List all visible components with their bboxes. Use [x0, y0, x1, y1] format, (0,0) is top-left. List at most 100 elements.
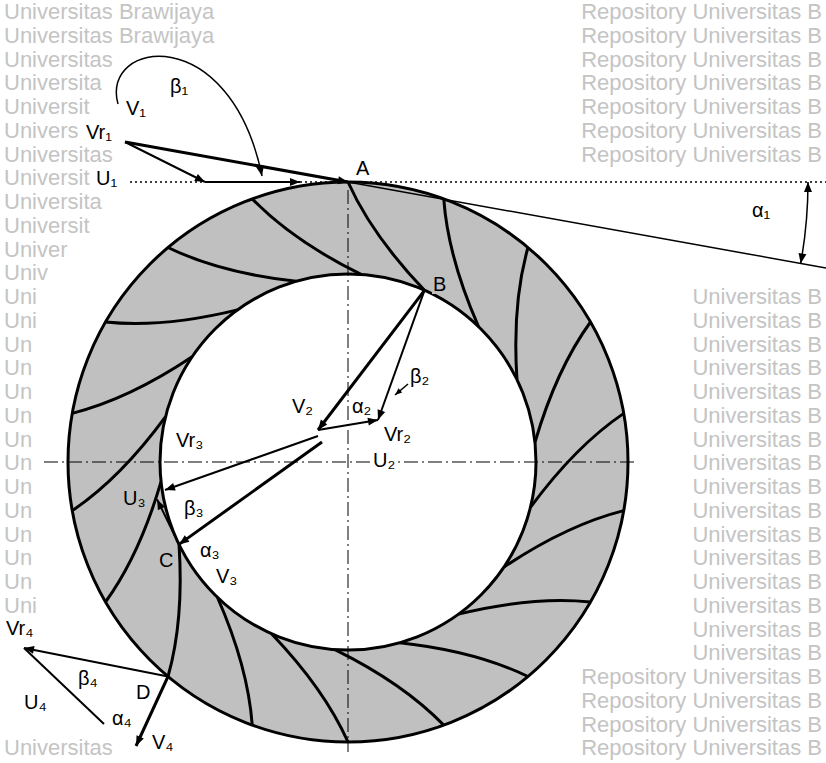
angle-label: α₄ [112, 708, 132, 728]
watermark-text: Repository Universitas B [581, 96, 822, 118]
vector-label: U₂ [372, 450, 396, 470]
watermark-text: Un [4, 500, 32, 522]
watermark-text: Universitas Brawijaya [4, 25, 214, 47]
vector-label: U₄ [24, 692, 47, 712]
angle-arc [801, 182, 808, 264]
watermark-text: Universit [4, 167, 90, 189]
watermark-text: Universitas B [692, 310, 822, 332]
watermark-text: Uni [4, 595, 37, 617]
velocity-vector [378, 290, 425, 420]
angle-arc [116, 56, 262, 176]
watermark-text: Universitas B [692, 381, 822, 403]
watermark-text: Universitas [4, 144, 113, 166]
watermark-text: Universita [4, 191, 102, 213]
watermark-text: Repository Universitas B [581, 737, 822, 759]
turbine-blade [106, 482, 162, 602]
watermark-text: Univ [4, 262, 48, 284]
watermark-text: Universitas Brawijaya [4, 1, 214, 23]
watermark-text: Uni [4, 310, 37, 332]
angle-label: α₂ [352, 396, 371, 416]
watermark-text: Un [4, 405, 32, 427]
watermark-text: Repository Universitas B [581, 714, 822, 736]
watermark-text: Repository Universitas B [581, 1, 822, 23]
watermark-text: Universitas B [692, 571, 822, 593]
vector-label: V₄ [152, 732, 174, 752]
watermark-text: Repository Universitas B [581, 72, 822, 94]
vector-label: Vr₂ [384, 424, 411, 444]
watermark-text: Universit [4, 96, 90, 118]
velocity-vector [125, 142, 205, 182]
watermark-text: Repository Universitas B [581, 49, 822, 71]
turbine-blade [168, 248, 296, 282]
point-label: D [136, 682, 150, 702]
velocity-vector [205, 181, 300, 183]
velocity-vector [318, 420, 378, 430]
watermark-text: Universitas B [692, 547, 822, 569]
vector-label: Vr₄ [6, 618, 33, 638]
watermark-text: Repository Universitas B [581, 666, 822, 688]
watermark-text: Universitas B [692, 500, 822, 522]
vector-label: Vr₁ [86, 122, 112, 142]
watermark-text: Universita [4, 72, 102, 94]
turbine-blade [335, 650, 444, 726]
velocity-vector [125, 142, 348, 182]
velocity-vector [24, 648, 104, 724]
angle-label: β₁ [170, 76, 188, 96]
velocity-vector [318, 290, 425, 430]
angle-label: α₁ [752, 200, 770, 220]
vector-label: V₂ [292, 396, 313, 416]
vector-label: V₁ [126, 98, 146, 118]
watermark-text: Universitas B [692, 642, 822, 664]
watermark-text: Uni [4, 286, 37, 308]
turbine-blade [72, 417, 165, 511]
turbine-blade [535, 322, 591, 442]
velocity-vector [157, 499, 179, 544]
watermark-text: Universitas B [692, 405, 822, 427]
watermark-text: Univers [4, 120, 79, 142]
turbine-blade [106, 310, 238, 324]
vector-label: Vr₃ [176, 430, 203, 450]
watermark-text: Repository Universitas B [581, 120, 822, 142]
point-label: B [432, 274, 447, 294]
angle-label: α₃ [200, 540, 220, 560]
leader-line [395, 384, 408, 395]
watermark-text: Universitas B [692, 286, 822, 308]
watermark-text: Universitas B [692, 429, 822, 451]
vector-label: U₁ [96, 168, 117, 188]
watermark-text: Universitas B [692, 452, 822, 474]
watermark-text: Universit [4, 215, 90, 237]
watermark-text: Universitas B [692, 334, 822, 356]
turbine-blade [530, 413, 623, 507]
watermark-text: Universitas B [692, 619, 822, 641]
watermark-text: Universitas [4, 737, 113, 759]
watermark-text: Un [4, 547, 32, 569]
vector-label: U₃ [122, 488, 147, 508]
watermark-text: Un [4, 524, 32, 546]
watermark-text: Un [4, 357, 32, 379]
watermark-text: Universitas [4, 49, 113, 71]
center-line [348, 190, 349, 752]
center-line [44, 462, 638, 463]
watermark-text: Un [4, 334, 32, 356]
watermark-text: Un [4, 452, 32, 474]
point-label: A [356, 158, 369, 178]
watermark-text: Un [4, 476, 32, 498]
watermark-text: Universitas B [692, 595, 822, 617]
jet-line [348, 182, 826, 268]
vector-label: V₃ [216, 566, 237, 586]
watermark-text: Un [4, 571, 32, 593]
watermark-text: Universitas B [692, 524, 822, 546]
angle-label: β₄ [78, 668, 98, 688]
watermark-text: Universitas B [692, 476, 822, 498]
watermark-text: Un [4, 381, 32, 403]
angle-label: β₂ [410, 366, 429, 386]
watermark-text: Universitas B [692, 357, 822, 379]
turbine-blade [252, 199, 361, 275]
point-label: C [158, 550, 174, 570]
watermark-text: Univer [4, 239, 68, 261]
watermark-text: Repository Universitas B [581, 690, 822, 712]
turbine-blade [400, 643, 528, 677]
velocity-vector [179, 442, 322, 544]
watermark-text: Repository Universitas B [581, 25, 822, 47]
